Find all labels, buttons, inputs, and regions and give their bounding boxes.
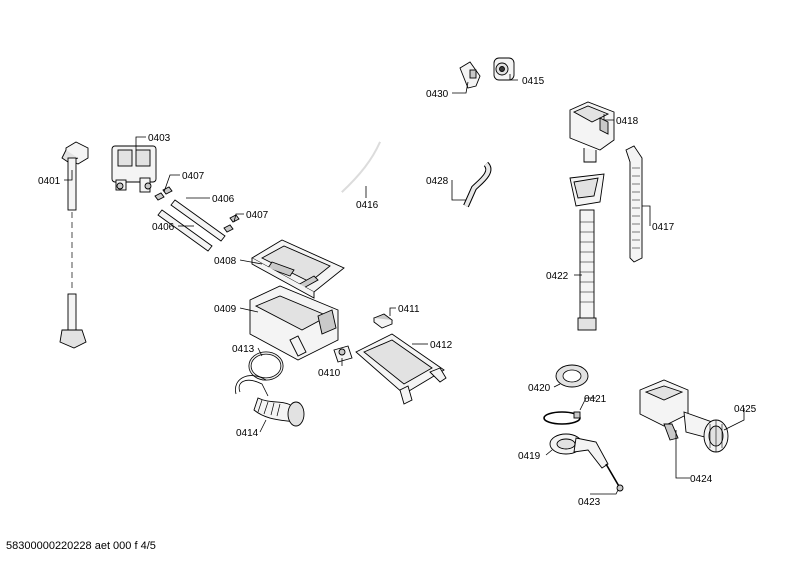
label-0407-upper: 0407 xyxy=(182,171,205,182)
part-0419-pump-housing xyxy=(549,433,609,469)
part-0408-lid xyxy=(251,239,345,299)
part-0414-bellows xyxy=(235,375,305,427)
label-0428: 0428 xyxy=(426,176,449,187)
label-0414: 0414 xyxy=(236,428,259,439)
label-0417: 0417 xyxy=(652,222,675,233)
part-0413-seal xyxy=(248,351,284,381)
part-0412-tray xyxy=(355,333,447,405)
label-0410: 0410 xyxy=(318,368,341,379)
part-0411-insert xyxy=(373,313,393,329)
part-0418-pump xyxy=(569,101,615,163)
label-0409: 0409 xyxy=(214,304,237,315)
label-0420: 0420 xyxy=(528,383,551,394)
label-0419: 0419 xyxy=(518,451,541,462)
label-0430: 0430 xyxy=(426,89,449,100)
label-0423: 0423 xyxy=(578,497,601,508)
document-reference: 58300000220228 aet 000 f 4/5 xyxy=(6,540,156,552)
label-0425: 0425 xyxy=(734,404,757,415)
part-0425-filter xyxy=(703,419,729,453)
part-0421-clamp xyxy=(543,411,581,425)
part-0407-clips-upper xyxy=(154,186,173,201)
label-0408: 0408 xyxy=(214,256,237,267)
label-0422: 0422 xyxy=(546,271,569,282)
part-0420-gasket xyxy=(555,364,589,388)
label-0418: 0418 xyxy=(616,116,639,127)
part-0424-drain-pump xyxy=(639,379,717,441)
label-0415: 0415 xyxy=(522,76,545,87)
label-0416: 0416 xyxy=(356,200,379,211)
part-0407-clips-lower xyxy=(223,214,240,233)
part-0401-hose xyxy=(59,141,89,349)
part-0430-sensor xyxy=(459,61,481,89)
part-0428-hose xyxy=(463,161,492,208)
leader-lines xyxy=(64,74,745,495)
part-0415-pressure-switch xyxy=(493,57,515,81)
part-0416-rod xyxy=(341,141,381,193)
part-0410-clip xyxy=(333,345,353,363)
label-0403: 0403 xyxy=(148,133,171,144)
label-0407-lower: 0407 xyxy=(246,210,269,221)
part-0406-hoses xyxy=(157,199,226,252)
part-0409-drawer xyxy=(249,285,339,361)
label-0421: 0421 xyxy=(584,394,607,405)
label-0401: 0401 xyxy=(38,176,61,187)
part-labels: 0401 0403 0407 0406 0406 0407 0416 0408 … xyxy=(38,76,757,508)
part-0423-screw xyxy=(605,463,624,492)
label-0411: 0411 xyxy=(398,304,420,315)
label-0424: 0424 xyxy=(690,474,713,485)
part-0422-sump xyxy=(569,173,605,331)
part-0403-valve xyxy=(111,145,157,193)
label-0413: 0413 xyxy=(232,344,255,355)
part-0417-hose xyxy=(625,145,643,263)
label-0412: 0412 xyxy=(430,340,453,351)
label-0406-upper: 0406 xyxy=(212,194,235,205)
label-0406-lower: 0406 xyxy=(152,222,175,233)
